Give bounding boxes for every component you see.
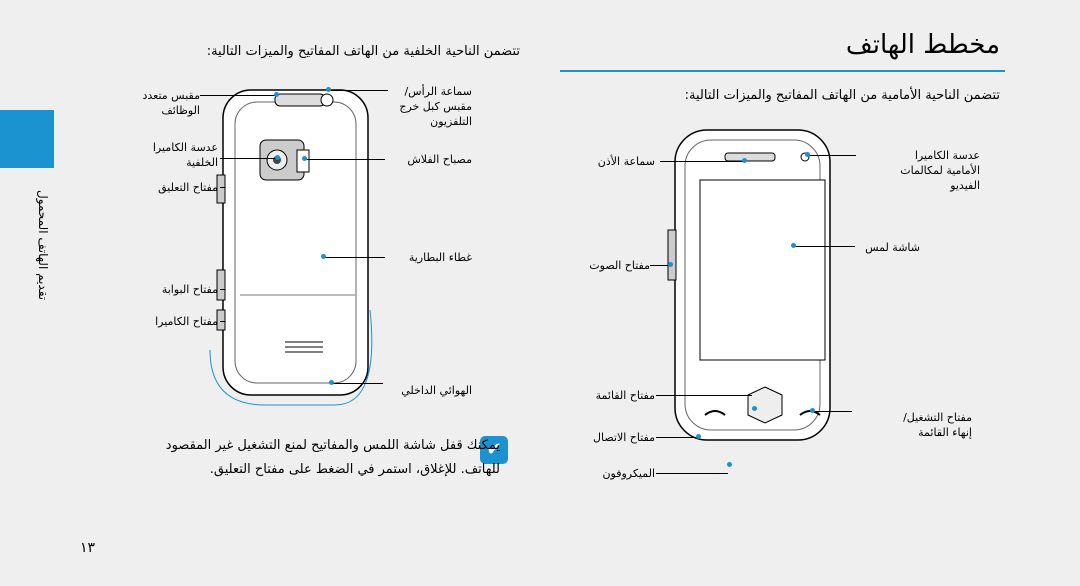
note-line-2: للهاتف. للإغلاق، استمر في الضغط على مفتا… bbox=[209, 462, 500, 477]
chapter-label: تقديم الهاتف المحمول bbox=[36, 189, 50, 301]
note-line-1: يمكنك قفل شاشة اللمس والمفاتيح لمنع التش… bbox=[165, 438, 500, 453]
label-internal-antenna: الهوائي الداخلي bbox=[401, 384, 472, 397]
label-flash: مصباح الفلاش bbox=[407, 153, 472, 166]
label-touch-screen: شاشة لمس bbox=[865, 241, 920, 254]
page-number: ١٣ bbox=[80, 540, 96, 556]
title-rule bbox=[560, 70, 1005, 72]
label-power-key: مفتاح التشغيل/إنهاء القائمة bbox=[903, 411, 972, 439]
rear-phone-illustration bbox=[209, 89, 373, 406]
label-dial-key: مفتاح الاتصال bbox=[593, 431, 655, 444]
checkmark-note-icon: ✔ bbox=[480, 436, 508, 464]
label-earpiece: سماعة الأذن bbox=[597, 155, 655, 168]
note-text: يمكنك قفل شاشة اللمس والمفاتيح لمنع التش… bbox=[166, 434, 500, 482]
rear-heading: تتضمن الناحية الخلفية من الهاتف المفاتيح… bbox=[206, 44, 520, 59]
label-gate-key: مفتاح البوابة bbox=[161, 283, 218, 296]
label-lock-key: مفتاح التعليق bbox=[158, 181, 218, 194]
label-menu-key: مفتاح القائمة bbox=[595, 389, 655, 402]
front-heading: تتضمن الناحية الأمامية من الهاتف المفاتي… bbox=[684, 88, 1000, 103]
label-microphone: الميكروفون bbox=[602, 467, 655, 480]
label-battery-cover: غطاء البطارية bbox=[408, 251, 472, 264]
label-camera-key: مفتاح الكاميرا bbox=[155, 315, 218, 328]
label-volume-key: مفتاح الصوت bbox=[589, 259, 650, 272]
front-phone-illustration bbox=[667, 129, 831, 441]
page-title: مخطط الهاتف bbox=[845, 30, 1000, 60]
chapter-tab bbox=[0, 110, 54, 168]
